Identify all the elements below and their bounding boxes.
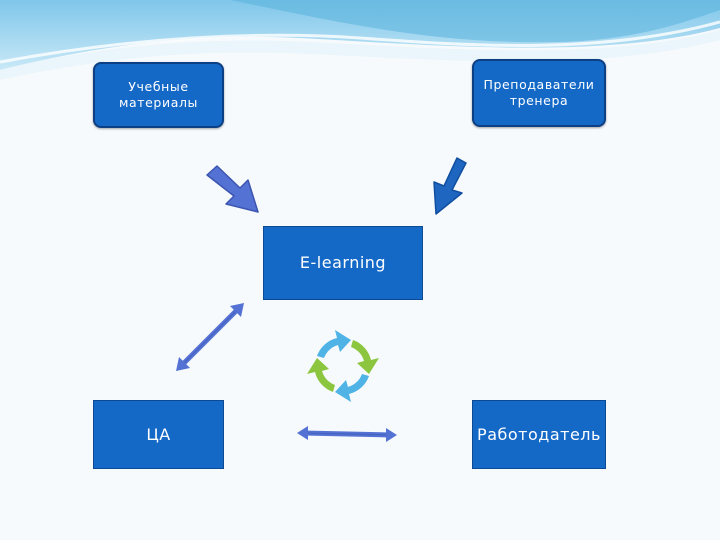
node-teachers-trainers: Преподаватели тренера	[472, 59, 606, 127]
node-elearning: E-learning	[263, 226, 423, 300]
node-learning-materials: Учебные материалы	[93, 62, 224, 128]
arrow-materials-to-elearning	[206, 165, 259, 213]
node-employer: Работодатель	[472, 400, 606, 469]
circular-arrows-icon	[307, 330, 379, 402]
node-employer-label: Работодатель	[477, 424, 601, 444]
double-arrow-audience-employer	[297, 426, 397, 442]
node-learning-materials-label: Учебные материалы	[118, 79, 199, 110]
node-teachers-trainers-label: Преподаватели тренера	[483, 77, 595, 108]
node-target-audience: ЦА	[93, 400, 224, 469]
arrow-teachers-to-elearning	[433, 157, 467, 215]
double-arrow-audience-elearning	[176, 303, 244, 371]
node-elearning-label: E-learning	[299, 253, 387, 272]
node-target-audience-label: ЦА	[146, 424, 171, 444]
